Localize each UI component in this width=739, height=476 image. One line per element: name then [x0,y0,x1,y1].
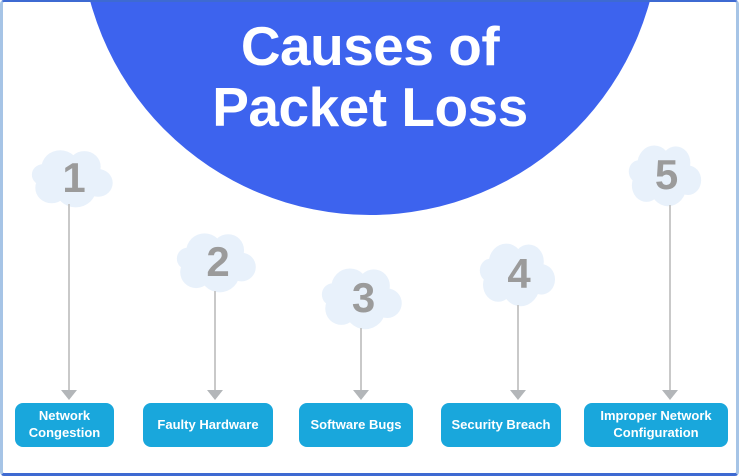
cause-label: Improper Network Configuration [600,408,712,440]
connector-line [68,204,70,390]
cause-label: Security Breach [451,416,551,432]
cause-label: Network Congestion [28,408,101,440]
cloud-icon: 5 [628,142,705,208]
step-number: 5 [654,151,679,198]
cloud-icon: 1 [31,147,117,209]
step-number: 1 [62,154,86,201]
connector-line [360,328,362,390]
cloud-icon: 3 [321,265,406,331]
cloud-shape-icon [628,145,702,207]
cloud-shape-icon [321,268,402,330]
arrow-down-icon [61,390,77,400]
connector-line [214,291,216,390]
arrow-down-icon [207,390,223,400]
cause-label-box: Software Bugs [299,403,413,447]
arrow-down-icon [662,390,678,400]
cause-label-box: Faulty Hardware [143,403,273,447]
cloud-shape-icon [479,243,555,307]
connector-line [517,305,519,390]
cloud-shape-icon [31,150,113,208]
cause-label: Software Bugs [310,416,402,432]
title-line-2: Packet Loss [212,76,528,138]
arrow-down-icon [353,390,369,400]
cloud-icon: 2 [176,230,260,294]
step-number: 3 [351,274,376,321]
step-number: 4 [507,250,531,297]
arrow-down-icon [510,390,526,400]
page-title: Causes of Packet Loss [80,16,660,138]
cause-label: Faulty Hardware [157,416,259,432]
cause-label-box: Network Congestion [15,403,114,447]
cloud-icon: 4 [479,240,559,308]
step-number: 2 [206,238,230,285]
cause-label-box: Improper Network Configuration [584,403,728,447]
cause-label-box: Security Breach [441,403,561,447]
title-line-1: Causes of [240,15,500,77]
connector-line [669,205,671,390]
cloud-shape-icon [176,233,256,293]
